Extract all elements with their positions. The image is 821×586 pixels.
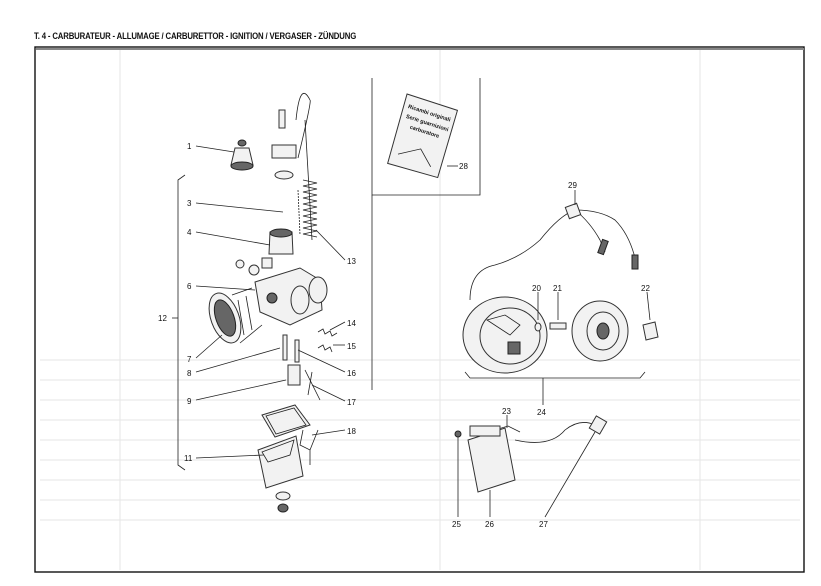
callout-12: 12: [158, 314, 167, 323]
diagram-frame: [34, 46, 805, 573]
callout-18: 18: [347, 427, 356, 436]
carburettor-parts: [208, 93, 338, 513]
gasket-kit-inset: Ricambi originali Serie guarnizioni carb…: [371, 78, 481, 390]
callout-17: 17: [347, 398, 356, 407]
callout-28: 28: [459, 162, 468, 171]
callout-26: 26: [485, 520, 494, 529]
callout-15: 15: [347, 342, 356, 351]
callout-21: 21: [553, 284, 562, 293]
callout-11: 11: [184, 454, 193, 463]
page-title: T. 4 - CARBURATEUR - ALLUMAGE / CARBURET…: [34, 31, 357, 42]
carburettor-callouts: 1 3 4 6 7 8 9 11 13 14 15 16 17 18: [184, 142, 356, 463]
callout-6: 6: [187, 282, 192, 291]
callout-16: 16: [347, 369, 356, 378]
callout-1: 1: [187, 142, 192, 151]
callout-9: 9: [187, 397, 192, 406]
spring: [302, 179, 318, 238]
carburettor-group-bracket: [177, 174, 186, 471]
ignition-parts: [454, 202, 659, 493]
callout-24: 24: [537, 408, 546, 417]
callout-25: 25: [452, 520, 461, 529]
background-bleed-grid: [40, 50, 800, 570]
callout-14: 14: [347, 319, 356, 328]
callout-29: 29: [568, 181, 577, 190]
callout-22: 22: [641, 284, 650, 293]
callout-4: 4: [187, 228, 192, 237]
ignition-callouts: 29 20 21 22 24 23 25 26 27: [452, 181, 650, 529]
callout-13: 13: [347, 257, 356, 266]
callout-27: 27: [539, 520, 548, 529]
callout-8: 8: [187, 369, 192, 378]
callout-7: 7: [187, 355, 192, 364]
callout-20: 20: [532, 284, 541, 293]
intake-boot: [208, 287, 263, 344]
gasket-kit-bag: Ricambi originali Serie guarnizioni carb…: [387, 93, 459, 179]
callout-3: 3: [187, 199, 192, 208]
callout-23: 23: [502, 407, 511, 416]
